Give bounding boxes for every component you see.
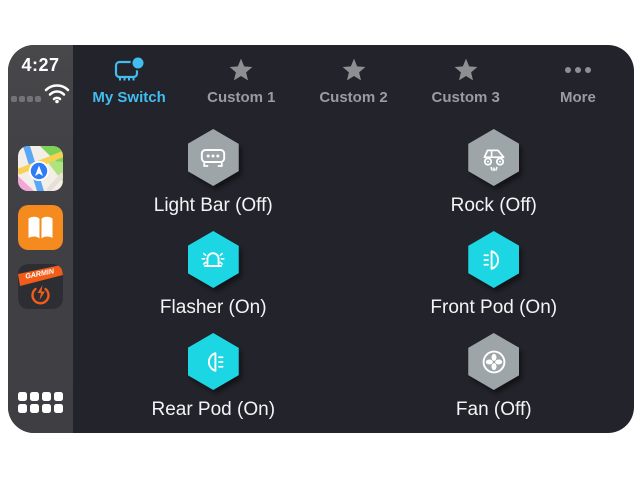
switch-label: Flasher (On) bbox=[159, 297, 267, 318]
switch-fan[interactable]: Fan (Off) bbox=[354, 319, 635, 421]
switch-front-pod[interactable]: Front Pod (On) bbox=[354, 217, 635, 319]
switch-label: Rear Pod (On) bbox=[151, 399, 276, 420]
flasher-beacon-icon bbox=[187, 231, 239, 288]
fan-icon bbox=[468, 333, 520, 390]
clock: 4:27 bbox=[21, 55, 60, 75]
powerswitch-app: My Switch Custom 1 Custom 2 Custom 3 bbox=[73, 45, 634, 433]
cellular-signal-icon bbox=[11, 96, 41, 102]
tab-more[interactable]: More bbox=[522, 54, 634, 115]
switch-panel-icon bbox=[112, 54, 146, 86]
tab-label: Custom 3 bbox=[431, 89, 500, 106]
rear-pod-light-icon bbox=[187, 333, 239, 390]
maps-app-icon[interactable] bbox=[18, 146, 63, 191]
carplay-sidebar: 4:27 bbox=[8, 45, 73, 433]
tab-label: Custom 2 bbox=[319, 89, 388, 106]
star-icon bbox=[453, 54, 479, 86]
front-pod-light-icon bbox=[468, 231, 520, 288]
switch-label: Fan (Off) bbox=[455, 399, 532, 420]
tab-custom-3[interactable]: Custom 3 bbox=[410, 54, 522, 115]
ellipsis-icon bbox=[564, 54, 591, 86]
tab-bar: My Switch Custom 1 Custom 2 Custom 3 bbox=[73, 45, 634, 115]
switch-label: Rock (Off) bbox=[450, 195, 537, 216]
garmin-powerswitch-app-icon[interactable]: GARMIN bbox=[18, 264, 63, 309]
tab-label: My Switch bbox=[92, 89, 166, 106]
books-app-icon[interactable] bbox=[18, 205, 63, 250]
tab-label: More bbox=[559, 89, 596, 106]
tab-custom-1[interactable]: Custom 1 bbox=[185, 54, 297, 115]
tab-label: Custom 1 bbox=[207, 89, 276, 106]
switch-light-bar[interactable]: Light Bar (Off) bbox=[73, 115, 354, 217]
switch-label: Light Bar (Off) bbox=[153, 195, 273, 216]
light-bar-icon bbox=[187, 129, 239, 186]
switch-rock[interactable]: Rock (Off) bbox=[354, 115, 635, 217]
switch-rear-pod[interactable]: Rear Pod (On) bbox=[73, 319, 354, 421]
wifi-icon bbox=[44, 84, 70, 104]
carplay-screen: 4:27 bbox=[8, 45, 634, 433]
tab-custom-2[interactable]: Custom 2 bbox=[297, 54, 409, 115]
star-icon bbox=[228, 54, 254, 86]
status-indicators bbox=[11, 82, 70, 104]
sidebar-app-shortcuts: GARMIN bbox=[18, 146, 63, 309]
tab-my-switch[interactable]: My Switch bbox=[73, 54, 185, 115]
switch-grid: Light Bar (Off) bbox=[73, 115, 634, 433]
rock-lights-icon bbox=[468, 129, 520, 186]
home-apps-grid-button[interactable] bbox=[18, 392, 63, 413]
star-icon bbox=[341, 54, 367, 86]
switch-flasher[interactable]: Flasher (On) bbox=[73, 217, 354, 319]
switch-label: Front Pod (On) bbox=[430, 297, 558, 318]
